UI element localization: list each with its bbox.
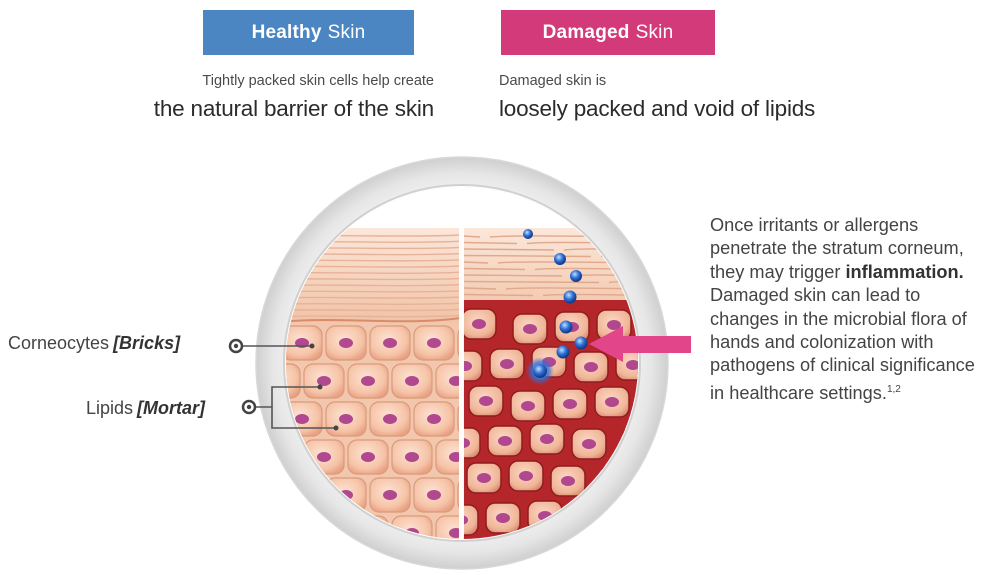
skin-cell [414,326,454,360]
skin-cell [348,440,388,474]
skin-cell [370,326,410,360]
damaged-skin-explanation: Once irritants or allergens penetrate th… [710,214,988,405]
skin-cell [558,543,592,573]
skin-cell [509,461,543,491]
skin-cell [326,326,366,360]
skin-cell [488,426,522,456]
skin-cell [392,364,432,398]
skin-cell [414,478,454,512]
corneocytes-text: Corneocytes [8,333,109,353]
skin-cell [621,504,655,534]
explanation-part2: Damaged skin can lead to changes in the … [710,285,975,403]
skin-cell [511,391,545,421]
skin-cell [551,466,585,496]
skin-cell [572,429,606,459]
skin-cell [469,386,503,416]
lipids-text: Lipids [86,398,133,418]
skin-cell [486,503,520,533]
skin-cell [644,462,678,492]
skin-cell [490,349,524,379]
skin-cell [600,541,634,571]
skin-cell [574,352,608,382]
skin-cell [348,364,388,398]
skin-cell [467,463,501,493]
skin-cell [595,387,629,417]
skin-cell [304,364,344,398]
explanation-emphasis: inflammation. [845,262,963,282]
lipids-label: Lipids[Mortar] [86,398,205,419]
skin-cell [642,539,676,569]
skin-cell [530,424,564,454]
skin-cell [392,440,432,474]
skin-cell [553,389,587,419]
skin-cell [326,402,366,436]
skin-cell [370,478,410,512]
skin-cell [513,314,547,344]
skin-cell [462,309,496,339]
corneocytes-label: Corneocytes[Bricks] [8,333,180,354]
lipids-term: [Mortar] [137,398,205,418]
explanation-references: 1,2 [887,384,901,395]
skin-cell [260,516,300,550]
skin-cell [370,402,410,436]
skin-cell [414,402,454,436]
corneocytes-term: [Bricks] [113,333,180,353]
